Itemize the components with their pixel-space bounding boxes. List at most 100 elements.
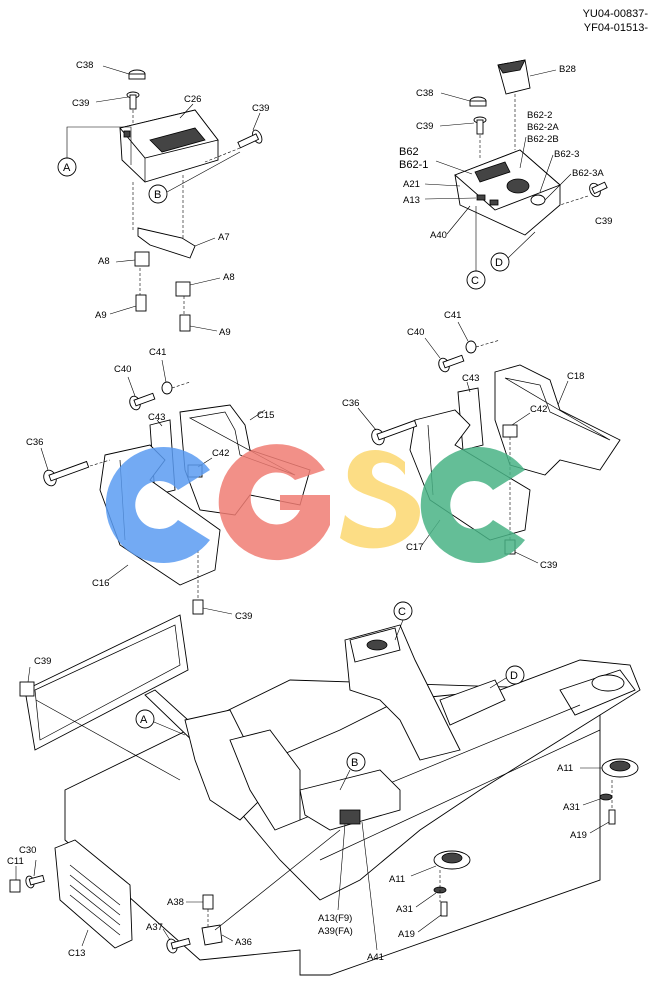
ref-circle-d-frame [505,665,525,685]
doc-code-1: YU04-00837- [583,8,649,20]
watermark-letter-s-yellow [340,450,420,549]
b62-2-knob [506,178,530,194]
label-a38: A38 [167,897,184,908]
watermark-letter-g-red [218,444,330,561]
label-a13-f9: A13(F9) [318,913,352,924]
label-b62-2b: B62-2B [527,134,559,145]
a19-bolt-upper [608,809,616,825]
label-a39-fa: A39(FA) [318,926,353,937]
label-a19-lower: A19 [398,929,415,940]
a37-bolt [166,937,191,954]
label-c13: C13 [68,948,85,959]
label-b62-2: B62-2 [527,110,552,121]
ref-letter-d-frame: D [510,670,518,682]
label-c36-right: C36 [342,398,359,409]
label-c39-top-left: C39 [72,98,89,109]
watermark-letter-c-green [420,446,525,563]
label-c39-panel-bolt: C39 [34,656,51,667]
label-b62-3a: B62-3A [572,168,604,179]
c18-rear-cover [494,364,621,476]
ref-circle-d-top [490,252,510,272]
b62-assembly [424,59,608,290]
label-b62: B62 [399,146,419,158]
c26-assembly [57,65,263,332]
label-a21: A21 [403,179,420,190]
label-c18: C18 [567,371,584,382]
label-c38-top-left: C38 [76,60,93,71]
plate-d [439,679,506,726]
c39-bolt-panel [19,681,35,697]
a19-bolt-lower [440,901,448,917]
label-c39-side: C39 [252,103,269,114]
ref-letter-d-top: D [495,257,503,269]
label-c39-c16: C39 [235,611,252,622]
label-c41-right: C41 [444,310,461,321]
a8-clip-2 [175,281,191,297]
c41-washer-right [465,340,477,354]
label-a37: A37 [146,922,163,933]
ref-letter-c-top: C [471,275,479,287]
label-c41-left: C41 [149,347,166,358]
a9-screw-1 [135,294,147,312]
doc-code-2: YF04-01513- [584,22,649,34]
b62-3-knob [530,194,546,206]
ref-letter-a: A [63,162,71,174]
label-c16: C16 [92,578,109,589]
label-c43-right: C43 [462,373,479,384]
label-a8-left: A8 [98,256,110,267]
ref-circle-b-frame [346,752,366,772]
label-a19-upper: A19 [570,830,587,841]
center-tunnel-frame [229,659,641,901]
label-c15: C15 [257,410,274,421]
ref-circle-b [148,184,168,204]
label-c17: C17 [406,542,423,553]
floor-frame-assembly [9,601,641,976]
label-c43-left: C43 [148,412,165,423]
label-c38-top-right: C38 [416,88,433,99]
label-c40-right: C40 [407,327,424,338]
a31-washer-upper [599,793,613,801]
label-c36-left: C36 [26,437,43,448]
c42-nut-right [502,424,518,438]
a8-clip-1 [134,251,150,267]
ref-letter-a-frame: A [140,714,148,726]
label-c40-left: C40 [114,364,131,375]
upright-bracket-c [344,624,461,761]
a38-pin [202,894,214,910]
label-c42-left: C42 [212,448,229,459]
label-b62-1: B62-1 [399,159,428,171]
ref-letter-c-frame: C [398,606,406,618]
a36-clamp [201,924,223,946]
label-a7: A7 [218,232,230,243]
label-a11-lower: A11 [389,874,405,885]
c11-bolt [9,879,21,893]
ref-circle-a-frame [135,709,155,729]
tunnel-b [299,769,401,831]
label-a11-upper: A11 [557,763,573,774]
label-c30: C30 [19,845,36,856]
label-c42-right: C42 [530,404,547,415]
cgsc-watermark [105,444,525,563]
connector-a13-a39 [339,809,361,825]
a7-bracket [137,227,196,259]
label-a41: A41 [367,952,384,963]
label-a13-top: A13 [403,195,420,206]
label-c39-panel: C39 [595,216,612,227]
label-a31-upper: A31 [563,802,580,813]
label-a8-right: A8 [223,272,235,283]
label-c11: C11 [7,856,24,867]
label-c39-top-right: C39 [416,121,433,132]
label-c26: C26 [184,94,201,105]
ref-letter-b: B [154,189,161,201]
c41-washer-left [161,381,173,395]
label-c39-c17: C39 [540,560,557,571]
label-b62-3: B62-3 [554,149,579,160]
label-b28: B28 [559,64,576,75]
ref-letter-b-frame: B [351,757,358,769]
left-side-panel [24,614,189,751]
label-a40: A40 [430,230,447,241]
c30-screw [25,874,45,889]
label-a9-right: A9 [219,327,231,338]
